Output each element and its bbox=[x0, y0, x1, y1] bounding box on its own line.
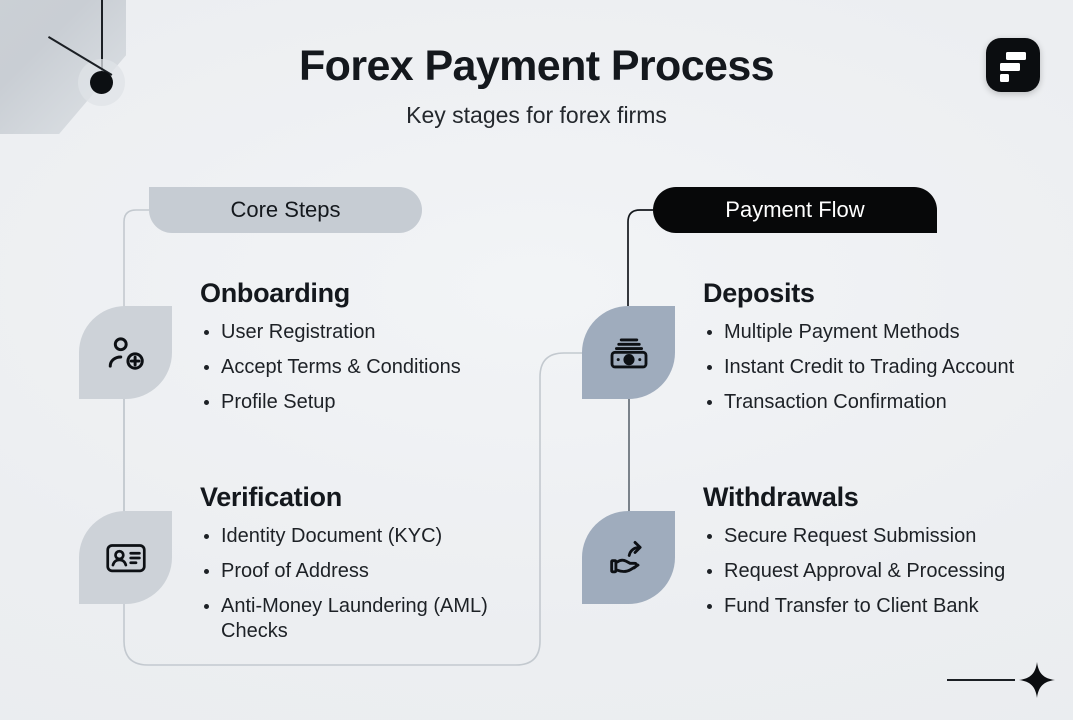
corner-vertical-line bbox=[101, 0, 103, 74]
hand-send-money-icon bbox=[606, 535, 652, 581]
section-withdrawals-list: Secure Request Submission Request Approv… bbox=[703, 524, 1039, 619]
page-subtitle: Key stages for forex firms bbox=[406, 102, 667, 129]
brand-logo-mark bbox=[986, 38, 1040, 92]
section-verification-heading: Verification bbox=[200, 482, 342, 512]
section-withdrawals: Withdrawals Secure Request Submission Re… bbox=[703, 482, 1039, 619]
list-item: Anti-Money Laundering (AML) Checks bbox=[200, 594, 530, 646]
section-withdrawals-heading: Withdrawals bbox=[703, 482, 859, 512]
section-onboarding: Onboarding User Registration Accept Term… bbox=[200, 278, 530, 415]
section-deposits-list: Multiple Payment Methods Instant Credit … bbox=[703, 320, 1021, 415]
list-item: Transaction Confirmation bbox=[703, 390, 1021, 416]
logo-bar-bottom bbox=[1000, 74, 1009, 82]
column-badge-core-steps[interactable]: Core Steps bbox=[149, 187, 422, 233]
logo-bar-middle bbox=[1000, 63, 1020, 71]
id-card-icon bbox=[104, 536, 148, 580]
logo-bar-top bbox=[1006, 52, 1026, 60]
list-item: User Registration bbox=[200, 320, 530, 346]
section-verification: Verification Identity Document (KYC) Pro… bbox=[200, 482, 530, 645]
section-deposits: Deposits Multiple Payment Methods Instan… bbox=[703, 278, 1021, 415]
column-badge-payment-flow[interactable]: Payment Flow bbox=[653, 187, 937, 233]
page-title: Forex Payment Process bbox=[299, 42, 775, 90]
section-deposits-heading: Deposits bbox=[703, 278, 815, 308]
sparkle-rule bbox=[947, 679, 1015, 681]
section-onboarding-heading: Onboarding bbox=[200, 278, 350, 308]
icon-tile-onboarding bbox=[79, 306, 172, 399]
list-item: Profile Setup bbox=[200, 390, 530, 416]
icon-tile-deposits bbox=[582, 306, 675, 399]
sparkle-star-icon bbox=[1019, 662, 1055, 698]
list-item: Secure Request Submission bbox=[703, 524, 1039, 550]
column-badge-core-steps-label: Core Steps bbox=[230, 197, 341, 222]
column-badge-payment-flow-label: Payment Flow bbox=[725, 197, 865, 222]
list-item: Request Approval & Processing bbox=[703, 559, 1039, 585]
section-onboarding-list: User Registration Accept Terms & Conditi… bbox=[200, 320, 530, 415]
section-verification-list: Identity Document (KYC) Proof of Address… bbox=[200, 524, 530, 645]
corner-dot bbox=[90, 71, 113, 94]
user-plus-icon bbox=[105, 332, 147, 374]
icon-tile-withdrawals bbox=[582, 511, 675, 604]
list-item: Fund Transfer to Client Bank bbox=[703, 594, 1039, 620]
banknotes-icon bbox=[606, 330, 652, 376]
header: Forex Payment Process Key stages for for… bbox=[0, 42, 1073, 129]
list-item: Instant Credit to Trading Account bbox=[703, 355, 1021, 381]
list-item: Accept Terms & Conditions bbox=[200, 355, 530, 381]
icon-tile-verification bbox=[79, 511, 172, 604]
list-item: Multiple Payment Methods bbox=[703, 320, 1021, 346]
list-item: Proof of Address bbox=[200, 559, 530, 585]
list-item: Identity Document (KYC) bbox=[200, 524, 530, 550]
